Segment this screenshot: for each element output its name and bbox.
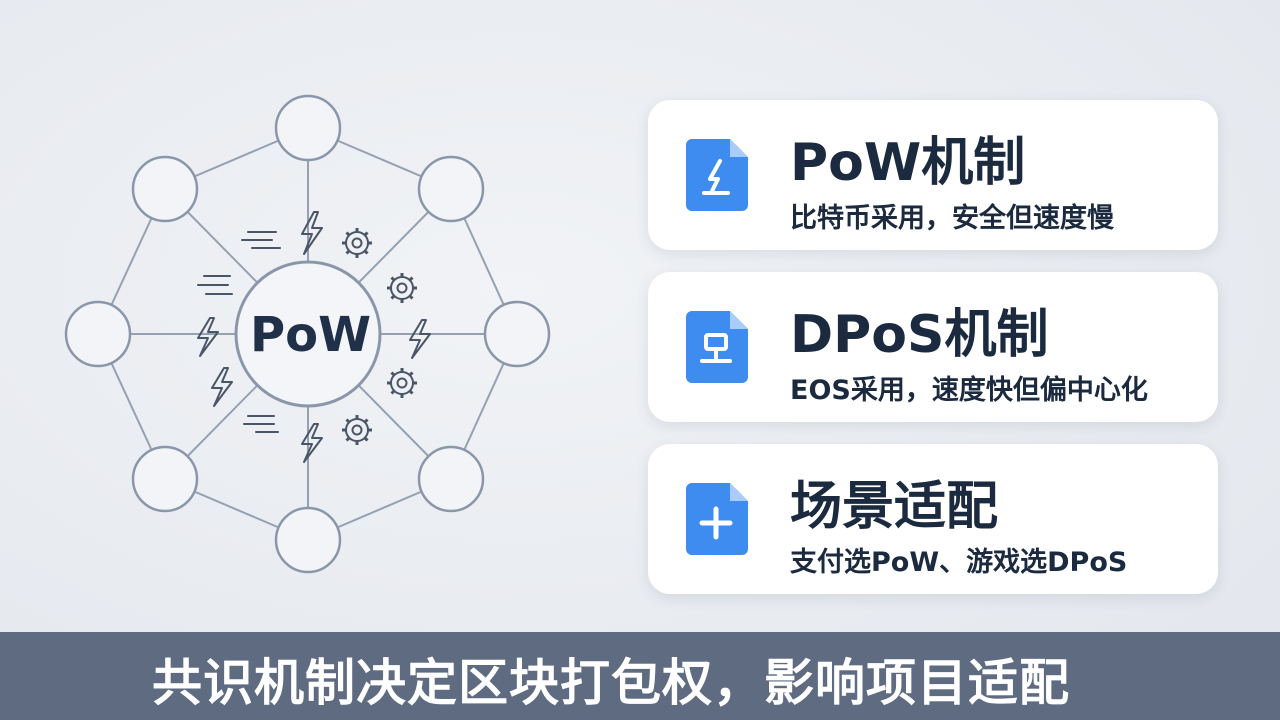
- card-subtitle: 支付选PoW、游戏选DPoS: [790, 547, 1128, 578]
- plus-document-icon: [686, 483, 748, 555]
- lightning-document-icon: [686, 139, 748, 211]
- card-pow: PoW机制 比特币采用，安全但速度慢: [648, 100, 1218, 250]
- stamp-document-icon: [686, 311, 748, 383]
- caption-text: 共识机制决定区块打包权，影响项目适配: [152, 654, 1070, 712]
- center-node: [234, 260, 382, 408]
- card-scenario: 场景适配 支付选PoW、游戏选DPoS: [648, 444, 1218, 594]
- lightning-icon: [197, 317, 219, 357]
- center-node-label: PoW: [250, 307, 372, 363]
- speed-lines-icon: [243, 415, 279, 433]
- gear-icon: [387, 368, 417, 398]
- peer-node: [131, 445, 199, 513]
- peer-node: [417, 155, 485, 223]
- gear-icon: [387, 273, 417, 303]
- peer-node: [274, 506, 342, 574]
- lightning-icon: [301, 423, 323, 463]
- lightning-icon: [409, 319, 431, 359]
- card-subtitle: 比特币采用，安全但速度慢: [790, 203, 1114, 234]
- peer-node: [274, 94, 342, 162]
- network-diagram: PoW: [60, 90, 560, 580]
- peer-node: [483, 300, 551, 368]
- speed-lines-icon: [241, 231, 281, 249]
- lightning-icon: [211, 367, 233, 407]
- card-dpos: DPoS机制 EOS采用，速度快但偏中心化: [648, 272, 1218, 422]
- caption-bar: [0, 632, 1280, 720]
- lightning-icon: [301, 211, 323, 255]
- gear-icon: [342, 415, 372, 445]
- gear-icon: [342, 228, 372, 258]
- card-title: PoW机制: [790, 133, 1026, 193]
- peer-node: [417, 445, 485, 513]
- card-title: 场景适配: [790, 477, 999, 537]
- peer-node: [131, 155, 199, 223]
- network-graph: [64, 94, 551, 574]
- card-subtitle: EOS采用，速度快但偏中心化: [790, 375, 1148, 406]
- peer-node: [64, 300, 132, 368]
- card-title: DPoS机制: [790, 305, 1049, 365]
- speed-lines-icon: [197, 275, 233, 295]
